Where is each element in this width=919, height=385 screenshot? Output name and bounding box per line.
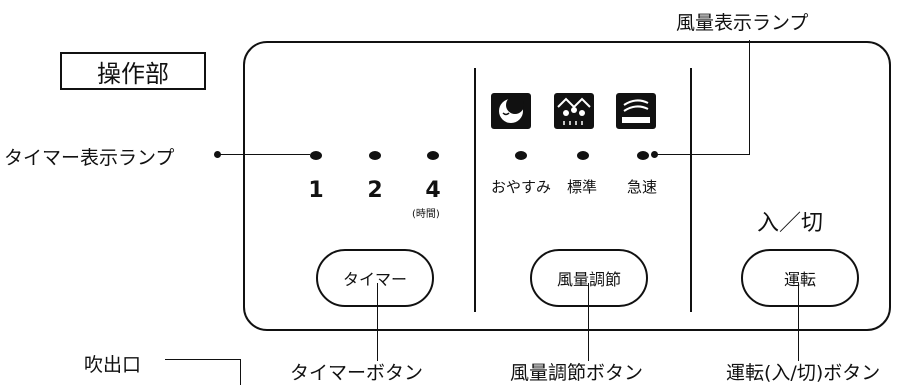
page-title: 操作部 xyxy=(97,59,169,88)
timer-hour-2: 2 xyxy=(367,178,383,203)
timer-unit: (時間) xyxy=(412,209,440,220)
power-button-label: 運転 xyxy=(783,270,816,289)
fan-mode-label-rapid: 急速 xyxy=(626,178,657,196)
callout-timer-button: タイマーボタン xyxy=(290,362,424,384)
timer-button-label: タイマー xyxy=(342,270,407,289)
fan-lamp-leader-dot xyxy=(651,151,658,158)
fan-lamp-leader-h xyxy=(653,154,749,155)
fan-lamp-sleep xyxy=(515,151,527,160)
callout-fan-button: 風量調節ボタン xyxy=(510,362,644,384)
timer-lamp-2 xyxy=(369,151,381,160)
divider-timer-fan xyxy=(474,68,476,312)
title-box: 操作部 xyxy=(60,52,206,90)
rapid-icon xyxy=(616,93,656,129)
power-button[interactable]: 運転 xyxy=(741,249,859,307)
fan-lamp-leader-v xyxy=(749,40,750,155)
outlet-leader-h xyxy=(165,359,241,360)
fan-lamp-standard xyxy=(577,151,589,160)
fan-button-leader xyxy=(588,283,589,361)
timer-lamp-1 xyxy=(310,151,322,160)
callout-fan-lamp: 風量表示ランプ xyxy=(676,12,809,34)
timer-lamp-4 xyxy=(427,151,439,160)
timer-hour-4: 4 xyxy=(425,178,441,203)
power-heading: 入／切 xyxy=(757,211,824,236)
fan-mode-label-standard: 標準 xyxy=(566,178,597,196)
timer-button[interactable]: タイマー xyxy=(316,249,434,307)
callout-timer-lamp: タイマー表示ランプ xyxy=(4,147,175,169)
fan-lamp-rapid xyxy=(637,151,649,160)
fan-button[interactable]: 風量調節 xyxy=(530,249,648,307)
timer-lamp-leader-dot xyxy=(214,151,221,158)
divider-fan-power xyxy=(690,68,692,312)
sleep-icon xyxy=(491,93,531,129)
control-panel xyxy=(243,41,891,331)
callout-outlet: 吹出口 xyxy=(84,354,142,376)
callout-power-button: 運転(入/切)ボタン xyxy=(726,362,881,384)
timer-hour-1: 1 xyxy=(308,178,324,203)
timer-button-leader xyxy=(377,283,378,361)
fan-button-label: 風量調節 xyxy=(556,270,621,289)
timer-lamp-leader xyxy=(218,154,310,155)
power-button-leader xyxy=(798,283,799,361)
fan-mode-label-sleep: おやすみ xyxy=(490,178,551,196)
outlet-leader-v xyxy=(240,359,241,385)
standard-icon xyxy=(554,93,594,129)
